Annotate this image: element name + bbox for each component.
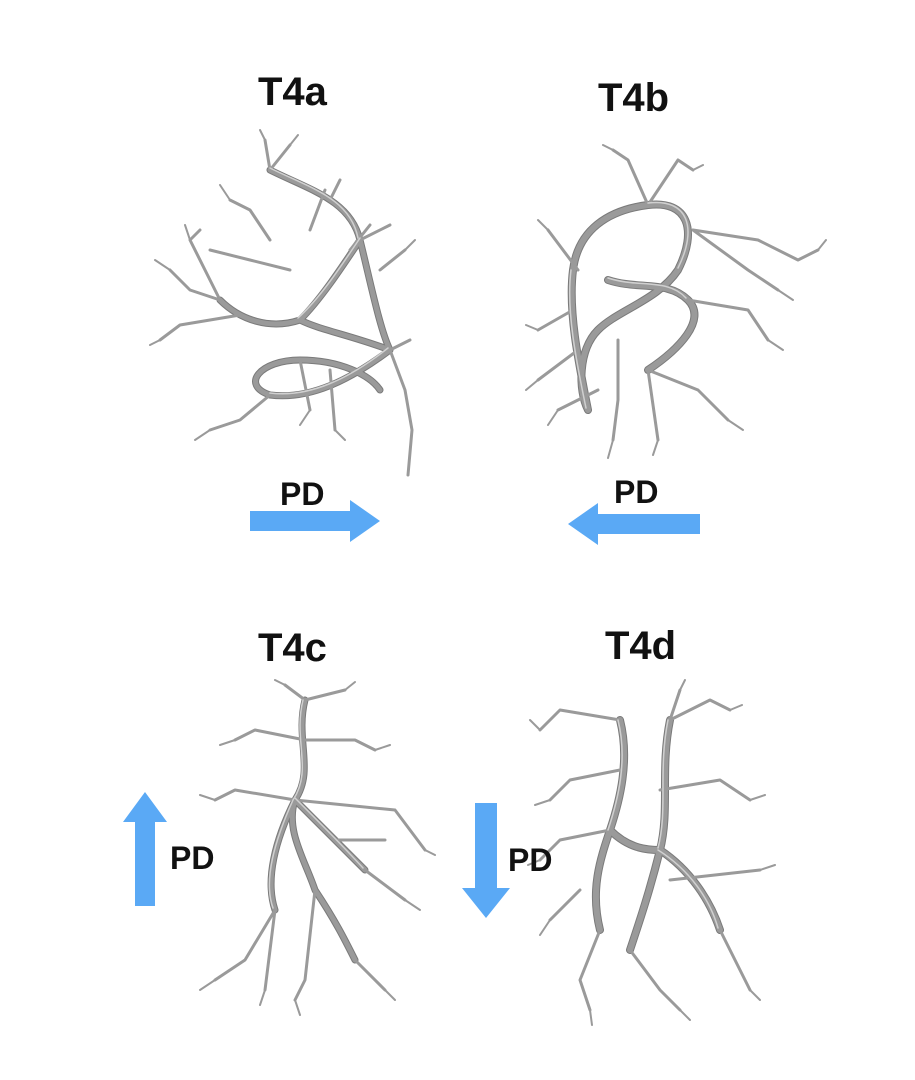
panel-title-t4d: T4d bbox=[605, 624, 677, 668]
pd-label-t4d: PD bbox=[508, 842, 553, 878]
arrow-right-shape bbox=[250, 500, 380, 542]
arrow-left-shape bbox=[568, 503, 700, 545]
neuron-t4d-branches bbox=[527, 679, 776, 1026]
arrow-up-icon bbox=[123, 792, 167, 906]
neuron-t4d-image bbox=[527, 679, 776, 1026]
neuron-t4b-branches bbox=[525, 144, 827, 459]
arrow-right-icon bbox=[250, 500, 380, 542]
panel-title-t4a: T4a bbox=[258, 70, 327, 114]
neuron-t4d-highlights bbox=[607, 719, 719, 929]
neuron-t4a-highlights bbox=[269, 167, 389, 395]
arrow-left-icon bbox=[568, 503, 700, 545]
panel-title-t4c: T4c bbox=[258, 626, 327, 670]
pd-label-t4a: PD bbox=[280, 476, 325, 512]
arrow-up-shape bbox=[123, 792, 167, 906]
neuron-t4a-image bbox=[149, 129, 416, 477]
arrow-down-shape bbox=[462, 803, 510, 918]
panel-title-t4b: T4b bbox=[598, 76, 670, 120]
pd-label-t4c: PD bbox=[170, 840, 215, 876]
neuron-t4c-image bbox=[199, 679, 436, 1016]
pd-label-t4b: PD bbox=[614, 474, 659, 510]
neuron-t4b-highlights bbox=[568, 201, 689, 409]
neuron-t4b-image bbox=[525, 144, 827, 459]
neuron-t4c-highlights bbox=[268, 699, 364, 909]
neuron-t4c-branches bbox=[199, 679, 436, 1016]
arrow-down-icon bbox=[462, 803, 510, 918]
neuron-t4a-branches bbox=[149, 129, 416, 477]
